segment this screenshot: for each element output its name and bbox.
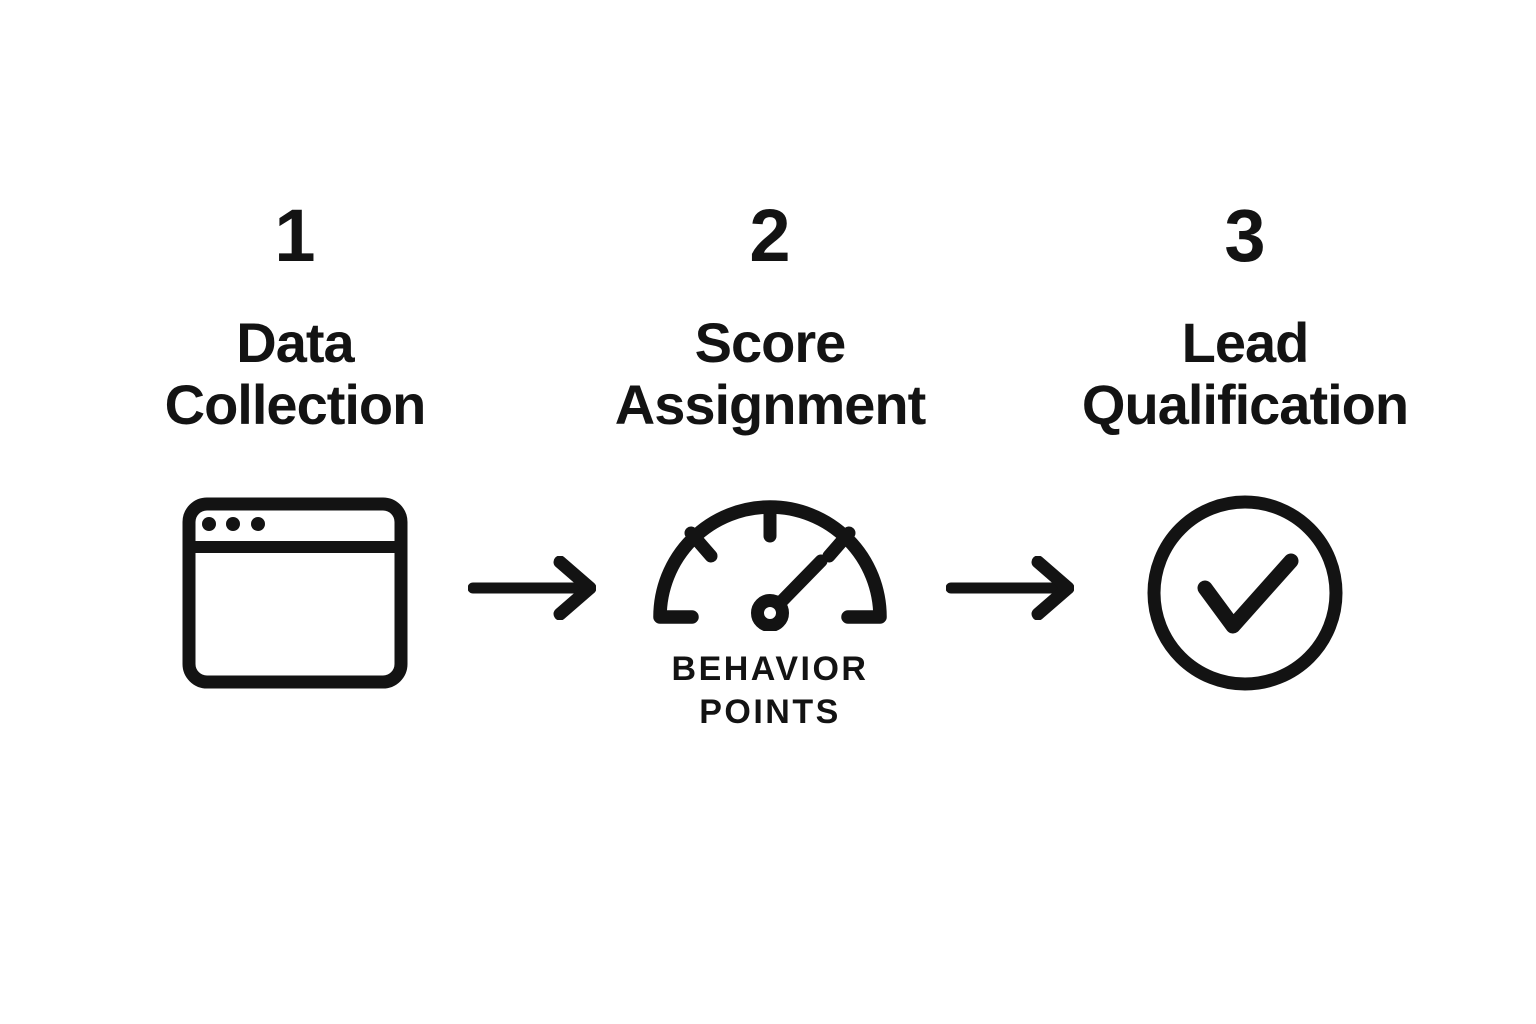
- step-title: Data Collection: [164, 311, 427, 436]
- check-circle-icon: [1145, 493, 1345, 693]
- step-number: 2: [749, 194, 791, 277]
- arrow-right-icon: [946, 556, 1074, 620]
- gauge-icon: [648, 495, 892, 631]
- browser-window-icon: [182, 497, 408, 689]
- step-score-assignment: 2 Score Assignment BEHAVIOR POINTS: [560, 0, 980, 1024]
- arrow-right-icon: [468, 556, 596, 620]
- step-title: Lead Qualification: [1081, 311, 1409, 436]
- step-number: 1: [274, 194, 316, 277]
- step-title: Score Assignment: [614, 311, 927, 436]
- step-data-collection: 1 Data Collection: [85, 0, 505, 1024]
- step-lead-qualification: 3 Lead Qualification: [1035, 0, 1455, 1024]
- gauge-caption: BEHAVIOR POINTS: [671, 650, 869, 731]
- step-number: 3: [1224, 194, 1266, 277]
